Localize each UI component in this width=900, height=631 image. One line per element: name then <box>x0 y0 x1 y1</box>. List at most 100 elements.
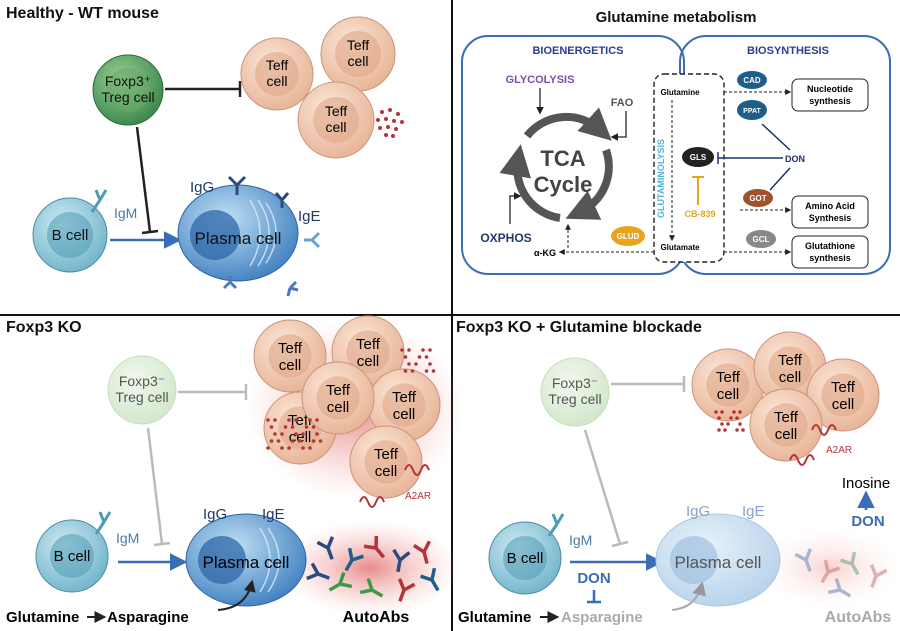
cytokine-dot <box>726 422 730 426</box>
antibody-icon <box>794 548 813 572</box>
don-label: DON <box>577 570 610 587</box>
a2ar-receptor-icon <box>789 424 837 466</box>
cytokine-dot <box>287 418 291 422</box>
cytokine-dot <box>720 410 724 414</box>
cytokine-dot <box>287 446 291 450</box>
cytokine-dot <box>732 410 736 414</box>
a2ar-label: A2AR <box>826 445 852 456</box>
cytokine-dot <box>311 439 316 443</box>
autoabs-label: AutoAbs <box>343 609 410 626</box>
antibody-icon <box>869 564 888 588</box>
cytokine-dot <box>290 439 295 443</box>
teff-cell-3: Teff cell <box>297 81 375 159</box>
ige-label: IgE <box>262 506 285 523</box>
cell-label: cell <box>375 463 398 480</box>
antibody-icon <box>359 578 384 598</box>
igm-receptor-icon <box>94 511 112 535</box>
cytokine-dot <box>723 428 727 432</box>
panel-metabolism: Glutamine metabolism BIOENERGETICS BIOSY… <box>461 9 891 275</box>
cytokine-dots-blockade <box>714 410 745 432</box>
antibody-icon <box>306 562 330 581</box>
igm-label: IgM <box>116 530 139 546</box>
cad-label: CAD <box>743 76 761 85</box>
cell-label: cell <box>357 353 380 370</box>
biosynthesis-label: BIOSYNTHESIS <box>747 45 829 57</box>
gls-label: GLS <box>690 153 707 162</box>
cytokine-dot <box>729 416 733 420</box>
cytokine-dots-ko <box>266 348 436 450</box>
cell-label: cell <box>266 73 287 89</box>
plasma-label: Plasma cell <box>675 553 762 572</box>
teff-label: Teff <box>392 389 417 406</box>
panel-wt: Healthy - WT mouse Foxp3⁺ Treg cell Teff… <box>6 5 404 297</box>
panel-wt-title: Healthy - WT mouse <box>6 5 159 22</box>
treg-label-1: Foxp3⁻ <box>119 373 165 389</box>
asparagine-label: Asparagine <box>107 609 189 626</box>
gls-enzyme <box>682 147 714 167</box>
nucleotide-label-2: synthesis <box>809 96 851 106</box>
cytokine-dot <box>407 348 411 352</box>
antibody-icon <box>363 535 386 559</box>
autoantibody-icons <box>306 535 440 602</box>
treg-cell-faint: Foxp3⁻ Treg cell <box>107 355 177 425</box>
cytokine-dot <box>735 428 739 432</box>
cell-label: cell <box>779 369 802 386</box>
cytokine-dot <box>720 422 724 426</box>
cytokine-dot <box>714 410 718 414</box>
igg-label: IgG <box>203 506 227 523</box>
cytokine-dot <box>431 369 436 373</box>
glud-enzyme <box>611 226 645 246</box>
teff-label: Teff <box>716 369 741 386</box>
b-cell: B cell <box>35 519 109 593</box>
fao-label: FAO <box>611 97 634 109</box>
cytokine-dot <box>301 432 305 436</box>
igg-label: IgG <box>190 179 214 196</box>
teff-label: Teff <box>326 382 351 399</box>
panel-koblock-title: Foxp3 KO + Glutamine blockade <box>456 319 702 336</box>
antibody-icon <box>316 536 335 560</box>
glutathione-box <box>791 235 869 269</box>
treg-cell: Foxp3⁺ Treg cell <box>92 54 164 126</box>
cytokine-dot <box>417 355 422 359</box>
cytokine-dot <box>410 369 415 373</box>
akg-label: α-KG <box>534 248 556 258</box>
b-cell: B cell <box>488 521 562 595</box>
cytokine-dot <box>304 425 309 429</box>
got-label: GOT <box>749 194 766 203</box>
cell-label: cell <box>279 357 302 374</box>
cytokine-dot <box>315 432 319 436</box>
panel-ko: Foxp3 KO Foxp3⁻ Treg cell TeffcellTeffce… <box>6 315 465 626</box>
cytokine-dot <box>276 439 281 443</box>
antibody-icon <box>827 578 852 598</box>
bioenergetics-label: BIOENERGETICS <box>532 45 623 57</box>
teff-cell-2: Teff cell <box>320 16 396 92</box>
panel-ko-title: Foxp3 KO <box>6 319 82 336</box>
don-label: DON <box>851 513 884 530</box>
cell-label: cell <box>327 399 350 416</box>
treg-label-2: Treg cell <box>548 391 601 407</box>
cytokine-dot <box>717 416 721 420</box>
cytokine-dot <box>269 425 274 429</box>
cytokine-dot <box>290 425 295 429</box>
cell-label: cell <box>289 429 312 446</box>
plasma-cell: Plasma cell <box>185 513 307 607</box>
treg-label-2: Treg cell <box>115 389 168 405</box>
cb839-label: CB-839 <box>684 209 715 219</box>
amino-box <box>791 195 869 229</box>
b-cell-label: B cell <box>507 550 544 567</box>
cytokine-dot <box>280 446 284 450</box>
teff-label: Teff <box>374 446 399 463</box>
glycolysis-label: GLYCOLYSIS <box>506 74 575 86</box>
cytokine-dot <box>735 416 739 420</box>
cytokine-dot <box>741 428 745 432</box>
teff-label: Teff <box>831 379 856 396</box>
cad-enzyme <box>737 71 767 89</box>
teff-label: Teff <box>774 409 799 426</box>
amino-label-2: Synthesis <box>809 213 852 223</box>
got-enzyme <box>743 189 773 207</box>
tca-label-2: Cycle <box>534 172 593 197</box>
a2ar-label: A2AR <box>405 491 431 502</box>
cell-label: cell <box>347 53 368 69</box>
